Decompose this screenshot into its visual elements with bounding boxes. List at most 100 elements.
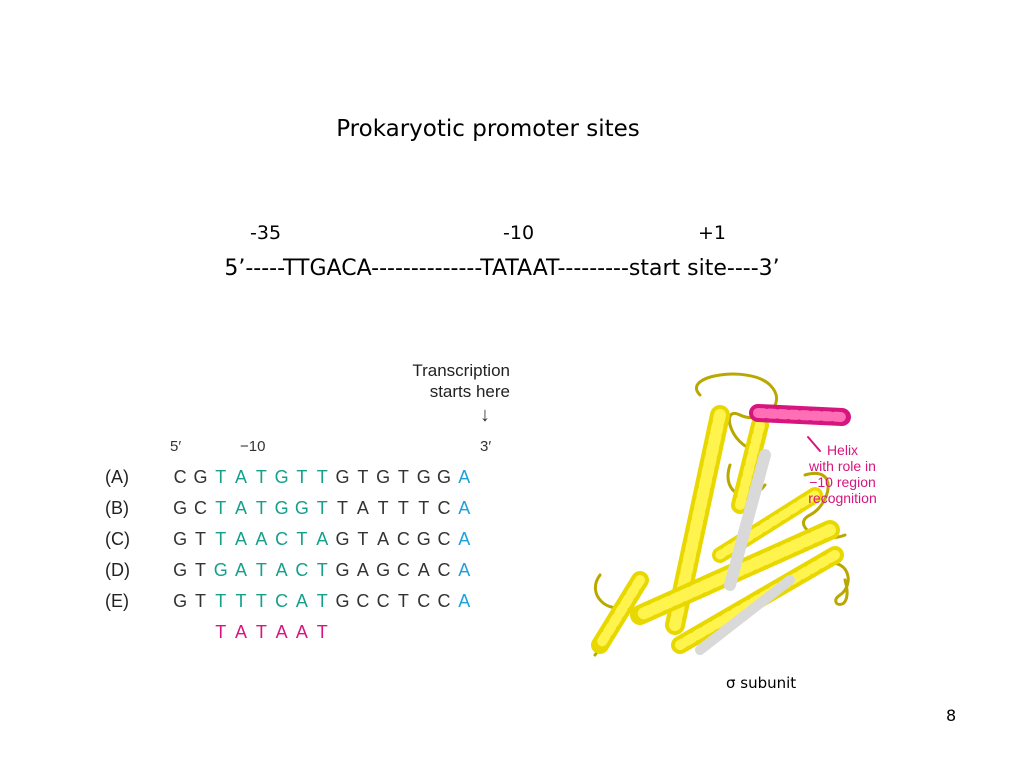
- row-label: (C): [105, 529, 130, 549]
- nucleotide: T: [377, 498, 389, 518]
- nucleotide: T: [357, 529, 369, 549]
- nucleotide: C: [396, 529, 410, 549]
- nucleotide: A: [255, 529, 268, 549]
- five-prime-label: 5′: [170, 438, 182, 455]
- nucleotide: G: [437, 467, 452, 487]
- nucleotide: G: [376, 467, 391, 487]
- nucleotide: G: [335, 467, 350, 487]
- nucleotide: G: [294, 498, 309, 518]
- nucleotide: T: [316, 498, 328, 518]
- nucleotide: A: [417, 560, 430, 580]
- nucleotide: G: [173, 560, 188, 580]
- nucleotide: A: [458, 529, 471, 549]
- nucleotide: T: [418, 498, 430, 518]
- nucleotide: C: [193, 498, 207, 518]
- nucleotide: G: [335, 591, 350, 611]
- nucleotide: A: [235, 560, 248, 580]
- nucleotide: C: [417, 591, 431, 611]
- down-arrow-icon: ↓: [480, 404, 490, 426]
- nucleotide: C: [437, 560, 451, 580]
- nucleotide: G: [335, 560, 350, 580]
- nucleotide: A: [235, 622, 248, 642]
- nucleotide: T: [357, 467, 369, 487]
- nucleotide: A: [275, 622, 288, 642]
- nucleotide: T: [296, 467, 308, 487]
- nucleotide: T: [235, 591, 247, 611]
- transcription-label-line2: starts here: [429, 382, 510, 401]
- nucleotide: C: [173, 467, 187, 487]
- nucleotide: T: [397, 467, 409, 487]
- row-label: (B): [105, 498, 129, 518]
- nucleotide: G: [274, 467, 289, 487]
- nucleotide: G: [193, 467, 208, 487]
- nucleotide: A: [458, 560, 471, 580]
- nucleotide: T: [316, 591, 328, 611]
- row-label: (E): [105, 591, 129, 611]
- nucleotide: A: [356, 560, 369, 580]
- nucleotide: T: [316, 560, 328, 580]
- nucleotide: A: [295, 622, 308, 642]
- nucleotide: G: [213, 560, 228, 580]
- nucleotide: A: [275, 560, 288, 580]
- nucleotide: A: [235, 498, 248, 518]
- nucleotide: T: [194, 529, 206, 549]
- nucleotide: T: [337, 498, 349, 518]
- transcription-start-label: Transcription starts here: [370, 360, 510, 402]
- nucleotide: G: [173, 529, 188, 549]
- nucleotide: G: [416, 467, 431, 487]
- nucleotide: G: [173, 498, 188, 518]
- nucleotide: T: [397, 498, 409, 518]
- nucleotide: A: [377, 529, 390, 549]
- nucleotide: T: [215, 498, 227, 518]
- nucleotide: T: [255, 498, 267, 518]
- nucleotide: C: [275, 591, 289, 611]
- nucleotide: T: [255, 622, 267, 642]
- nucleotide: C: [356, 591, 370, 611]
- nucleotide: A: [458, 591, 471, 611]
- promoter-sequence-line: 5’-----TTGACA--------------TATAAT-------…: [224, 256, 780, 281]
- nucleotide: T: [316, 467, 328, 487]
- transcription-label-line1: Transcription: [412, 361, 510, 380]
- row-label: (A): [105, 467, 129, 487]
- nucleotide: A: [356, 498, 369, 518]
- nucleotide: C: [437, 529, 451, 549]
- slide-title: Prokaryotic promoter sites: [336, 116, 640, 142]
- helix-annotation: Helix with role in −10 region recognitio…: [795, 442, 890, 506]
- nucleotide: C: [396, 560, 410, 580]
- nucleotide: T: [255, 467, 267, 487]
- nucleotide: T: [194, 560, 206, 580]
- nucleotide: C: [376, 591, 390, 611]
- three-prime-label: 3′: [480, 438, 492, 455]
- helix-label-line: Helix: [826, 442, 859, 458]
- nucleotide: G: [274, 498, 289, 518]
- nucleotide: T: [194, 591, 206, 611]
- nucleotide: T: [215, 591, 227, 611]
- minus10-label: −10: [240, 438, 266, 455]
- position-plus1: +1: [698, 222, 727, 244]
- nucleotide: T: [255, 560, 267, 580]
- position-minus35: -35: [250, 222, 282, 244]
- position-minus10: -10: [503, 222, 535, 244]
- nucleotide: T: [215, 467, 227, 487]
- helix-label-line: recognition: [808, 490, 877, 506]
- nucleotide: C: [295, 560, 309, 580]
- nucleotide: A: [295, 591, 308, 611]
- nucleotide: G: [173, 591, 188, 611]
- helix-label-line: with role in: [809, 458, 876, 474]
- helix-label-line: −10 region: [809, 474, 876, 490]
- nucleotide: T: [316, 622, 328, 642]
- nucleotide: G: [376, 560, 391, 580]
- nucleotide: A: [235, 529, 248, 549]
- page-number: 8: [946, 706, 957, 725]
- nucleotide: A: [235, 467, 248, 487]
- nucleotide: G: [416, 529, 431, 549]
- nucleotide: T: [397, 591, 409, 611]
- row-label: (D): [105, 560, 130, 580]
- nucleotide: A: [458, 498, 471, 518]
- nucleotide: T: [255, 591, 267, 611]
